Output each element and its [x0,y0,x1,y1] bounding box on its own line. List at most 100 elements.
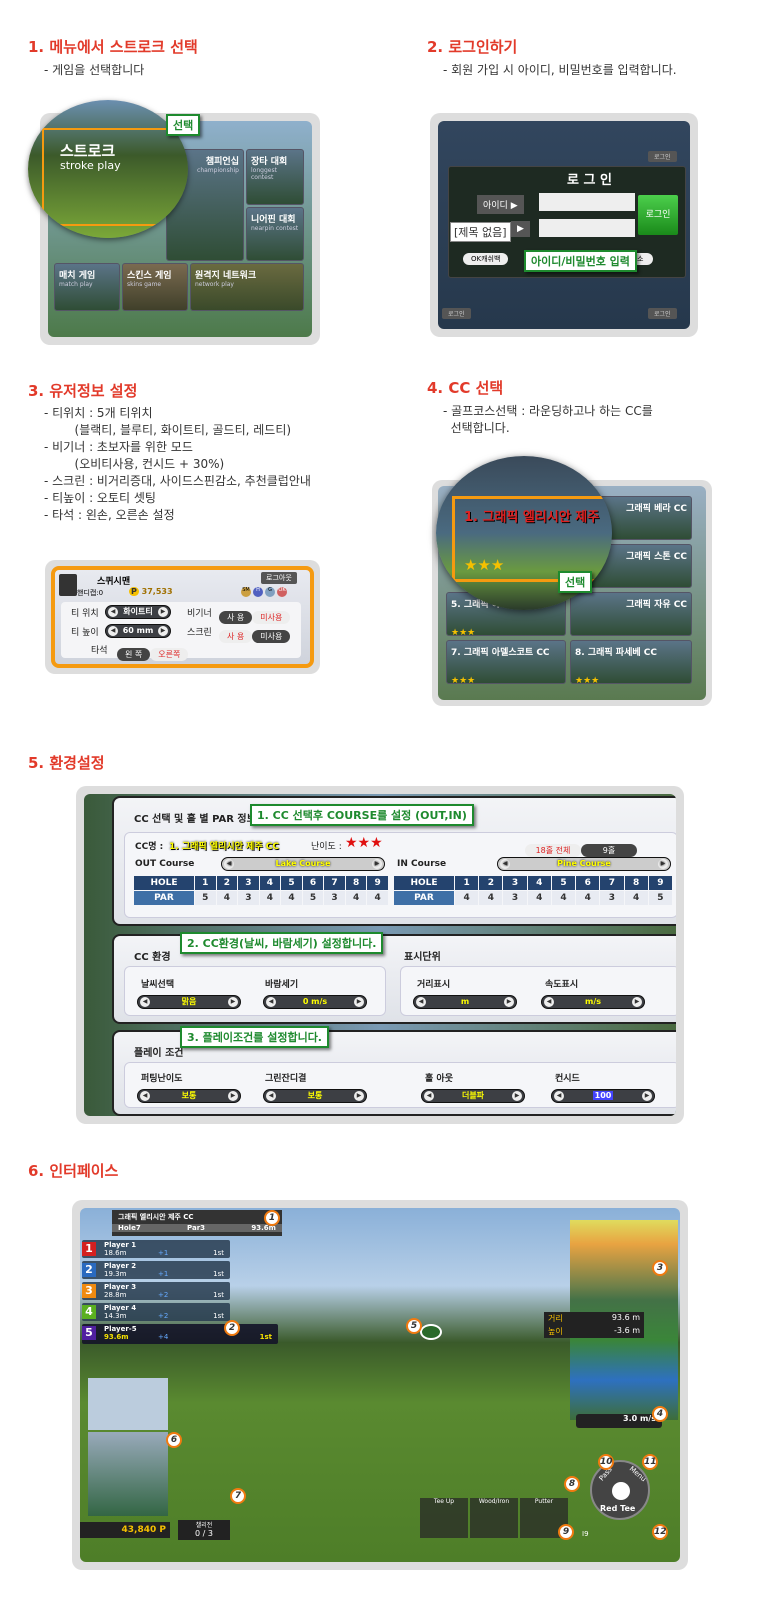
cc-tile[interactable]: 8. 그래픽 파세베 CC★★★ [570,640,692,686]
tee-height-select[interactable]: 60 mm [105,624,171,638]
in-course-label: IN Course [397,859,447,869]
wind-value: 3.0 m/s [623,1414,656,1423]
section-1-title: 1. 메뉴에서 스트로크 선택 [28,38,198,56]
weather-select[interactable]: 맑음 [137,995,241,1009]
beginner-label: 비기너 [187,609,212,619]
player-name: Player 3 [104,1283,137,1291]
club-tee-up[interactable]: Tee Up [420,1498,468,1538]
hole-number: 1 [455,876,479,890]
stroke-subtitle: stroke play [60,159,121,172]
player-rank: 1st [213,1249,224,1257]
tile-sub: network play [195,281,234,288]
tee-select-button[interactable]: Red Tee [600,1504,636,1513]
password-input[interactable] [539,219,635,237]
holeout-select[interactable]: 더블파 [421,1089,525,1103]
holes-18[interactable]: 18홀 전체 [525,844,581,857]
holeout-label: 홀 아웃 [425,1074,453,1084]
distance-unit-select[interactable]: m [413,995,517,1009]
cc-stars: ★★★ [451,628,476,638]
desc-line: - 비기너 : 초보자를 위한 모드 [44,440,193,454]
grass-select[interactable]: 보통 [263,1089,367,1103]
player-distance: 18.6m [104,1249,127,1257]
tee-height-label: 티 높이 [71,628,99,638]
hole-number: Hole7 [118,1224,141,1232]
hole-number: 2 [216,876,238,890]
section-6-title: 6. 인터페이스 [28,1162,119,1180]
section-4-desc: - 골프코스선택 : 라운딩하고나 하는 CC를 선택합니다. [443,404,653,435]
stance-left[interactable]: 왼 쪽 [117,648,151,661]
putting-select[interactable]: 보통 [137,1089,241,1103]
cc-name: 그래픽 베라 CC [626,504,687,514]
stroke-play-magnifier[interactable]: 스트로크 stroke play [28,100,188,238]
club-wood-iron[interactable]: Wood/Iron [470,1498,518,1538]
marker-6: 6 [166,1432,182,1448]
concede-slider[interactable]: 100 [551,1089,655,1103]
badge: G [265,587,275,597]
marker-9: 9 [558,1524,574,1540]
id-label: 아이디 ▶ [477,195,524,214]
marker-7: 7 [230,1488,246,1504]
corner-login-button[interactable]: 로그인 [648,308,677,319]
corner-login-button[interactable]: 로그인 [648,151,677,162]
play-conditions-callout: 3. 플레이조건를 설정합니다. [180,1026,329,1048]
player-name: Player 4 [104,1304,137,1312]
par-value: 4 [527,891,551,905]
env-title: CC 환경 [134,952,171,963]
hole-number: 7 [324,876,345,890]
cc-tile[interactable]: 7. 그래픽 아델스코트 CC★★★ [446,640,566,686]
login-button[interactable]: 로그인 [638,195,678,235]
user-name: 스퀴시맨 [97,577,131,587]
out-course-select[interactable]: Lake Course [221,857,385,871]
cc-name: 그래픽 스톤 CC [626,552,687,562]
stance-right[interactable]: 오른쪽 [150,648,189,661]
wind-indicator: 3.0 m/s [576,1414,662,1428]
hole-number: 7 [600,876,624,890]
screen-off[interactable]: 미사용 [252,630,291,643]
player-score: +1 [158,1270,169,1278]
player-row: 4 Player 4 14.3m +2 1st [82,1303,230,1321]
hole-number: 1 [195,876,216,890]
player-distance: 19.3m [104,1270,127,1278]
player-row: 1 Player 1 18.6m +1 1st [82,1240,230,1258]
hole-number: 3 [503,876,527,890]
login-title: 로 그 인 [567,173,612,188]
okcashbag-button[interactable]: OK캐쉬백 [463,253,509,265]
unit-title: 표시단위 [404,952,441,963]
speed-unit-select[interactable]: m/s [541,995,645,1009]
player-number-badge: 1 [82,1242,96,1256]
hole-header: HOLE [134,876,194,890]
id-input[interactable] [539,193,635,211]
cc-tile[interactable]: 그래픽 자유 CC [570,592,692,636]
logout-button[interactable]: 로그아웃 [261,572,297,584]
beginner-off[interactable]: 미사용 [252,611,291,624]
in-course-select[interactable]: Pine Course [497,857,671,871]
camera-view-2 [88,1432,168,1516]
tee-position-select[interactable]: 화이트티 [105,605,171,619]
par-value: 4 [281,891,302,905]
badge: H [253,587,263,597]
distance-value: 93.6 m [611,1313,640,1322]
par-value: 5 [302,891,324,905]
cc-label: CC명 : [135,842,164,852]
points-icon: P [129,587,139,596]
cc-stars: ★★★ [575,676,600,686]
marker-10: 10 [598,1454,614,1470]
corner-login-button[interactable]: 로그인 [442,308,471,319]
player-name: Player 1 [104,1241,137,1249]
wind-select[interactable]: 0 m/s [263,995,367,1009]
marker-3: 3 [652,1260,668,1276]
par: Par3 [187,1224,206,1232]
beginner-on[interactable]: 사 용 [219,611,253,624]
difficulty-stars: ★★★ [345,835,383,851]
holes-9[interactable]: 9홀 [581,844,637,857]
screen-on[interactable]: 사 용 [219,630,253,643]
